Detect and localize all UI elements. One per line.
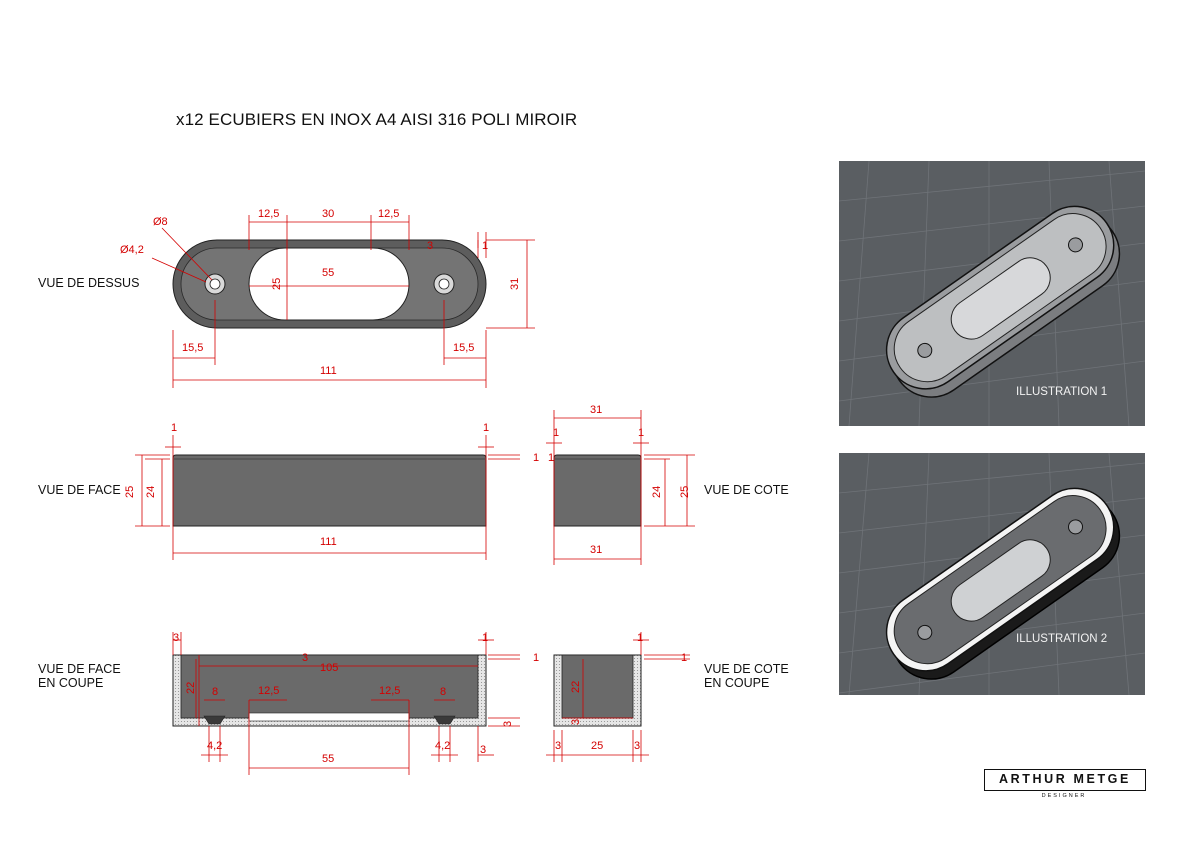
dim-side-section-wall-right: 3 [634, 740, 640, 752]
dim-section-wall-right: 3 [480, 744, 486, 756]
label-front-section-line1: VUE DE FACE [38, 662, 121, 676]
side-section-dimensions: 1 1 22 3 3 25 3 [555, 632, 687, 752]
logo-name: ARTHUR METGE [999, 772, 1131, 786]
dim-slot-length: 55 [322, 267, 334, 279]
dim-side-width-top: 31 [590, 404, 602, 416]
dim-side-width: 31 [590, 544, 602, 556]
dim-section-hole-left: 4,2 [207, 740, 222, 752]
label-front-section-line2: EN COUPE [38, 676, 104, 690]
dim-top-b: 30 [322, 208, 334, 220]
dim-side-section-edge-side: 1 [681, 652, 687, 664]
dim-front-left-edge: 1 [171, 422, 177, 434]
dim-side-section-h22: 22 [570, 681, 582, 693]
dim-wall: 3 [427, 240, 433, 252]
front-view-part [172, 454, 487, 527]
dim-section-edge-side: 1 [533, 652, 539, 664]
dim-section-h22: 22 [185, 682, 197, 694]
dim-section-inner-top: 3 [302, 652, 308, 664]
dim-section-base: 3 [502, 721, 514, 727]
dim-side-left-edge: 1 [553, 427, 559, 439]
dim-top-c: 12,5 [378, 208, 399, 220]
dim-front-h-inner: 24 [145, 486, 157, 498]
dim-side-section-inner: 25 [591, 740, 603, 752]
dim-front-h-outer: 25 [124, 486, 136, 498]
front-view-dimensions: 1 1 1 25 24 111 [124, 422, 539, 548]
side-view-dimensions: 31 1 1 1 24 25 31 [548, 404, 691, 556]
dim-slot-width: 25 [271, 278, 283, 290]
illustration-1-label: ILLUSTRATION 1 [1016, 386, 1108, 398]
dim-length: 111 [320, 365, 337, 377]
dim-side-h-inner: 24 [651, 486, 663, 498]
illustration-1: ILLUSTRATION 1 [839, 161, 1145, 426]
label-side-section: VUE DE COTE EN COUPE [704, 662, 789, 690]
top-view-dimensions: Ø8 Ø4,2 12,5 30 12,5 55 25 3 1 31 15,5 1… [120, 208, 521, 377]
dim-right-offset: 15,5 [453, 342, 474, 354]
dim-section-edge-right: 1 [482, 632, 488, 644]
label-side-view: VUE DE COTE [704, 483, 789, 497]
dim-edge: 1 [482, 240, 488, 252]
top-view-part [172, 239, 487, 329]
dim-section-c8b: 8 [440, 686, 446, 698]
dim-side-section-edge-top: 1 [637, 632, 643, 644]
page-title: x12 ECUBIERS EN INOX A4 AISI 316 POLI MI… [176, 110, 578, 129]
label-side-section-line2: EN COUPE [704, 676, 770, 690]
label-top-view: VUE DE DESSUS [38, 276, 140, 290]
render-2-icon [839, 453, 1145, 695]
dim-section-c125b: 12,5 [379, 685, 400, 697]
dim-front-length: 111 [320, 536, 337, 548]
dim-side-section-base: 3 [570, 719, 582, 725]
label-front-section: VUE DE FACE EN COUPE [38, 662, 121, 690]
render-1-icon [839, 161, 1145, 426]
dim-section-wall-left: 3 [173, 632, 179, 644]
dim-section-slot: 55 [322, 753, 334, 765]
side-section-part [553, 654, 642, 727]
dim-section-c125a: 12,5 [258, 685, 279, 697]
dim-side-edge: 1 [548, 452, 554, 464]
dim-side-right-edge: 1 [638, 427, 644, 439]
dim-side-section-wall-left: 3 [555, 740, 561, 752]
dim-height: 31 [509, 278, 521, 290]
dim-section-hole-right: 4,2 [435, 740, 450, 752]
dim-section-c8a: 8 [212, 686, 218, 698]
designer-logo: ARTHUR METGE [984, 769, 1146, 791]
dim-section-inner-length: 105 [320, 662, 338, 674]
dim-left-offset: 15,5 [182, 342, 203, 354]
dim-hole-inner: Ø4,2 [120, 244, 144, 256]
dim-front-side-edge: 1 [533, 452, 539, 464]
illustration-2-label: ILLUSTRATION 2 [1016, 633, 1108, 645]
dim-side-h-outer: 25 [679, 486, 691, 498]
dim-top-a: 12,5 [258, 208, 279, 220]
illustration-2: ILLUSTRATION 2 [839, 453, 1145, 695]
label-side-section-line1: VUE DE COTE [704, 662, 789, 676]
label-front-view: VUE DE FACE [38, 483, 121, 497]
dim-front-right-edge: 1 [483, 422, 489, 434]
front-section-dimensions: 3 1 1 3 105 22 8 12,5 12,5 8 3 4,2 4,2 5… [173, 632, 539, 765]
side-view-part [553, 454, 642, 527]
front-section-part [172, 654, 487, 727]
logo-subtitle: DESIGNER [1041, 793, 1087, 799]
dim-hole-outer: Ø8 [153, 216, 168, 228]
